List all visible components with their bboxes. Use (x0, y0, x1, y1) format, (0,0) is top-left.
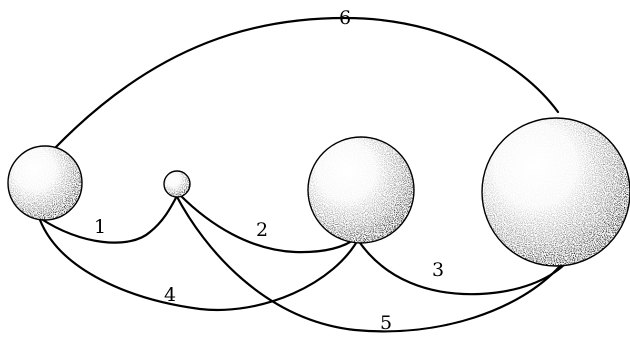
curve-label-6: 6 (339, 7, 351, 29)
sphere-medium (308, 137, 414, 243)
curve-label-4: 4 (164, 284, 176, 306)
curve-label-3: 3 (432, 259, 444, 281)
curve-label-2: 2 (256, 219, 268, 241)
sphere-small-left (8, 146, 82, 220)
curve-label-5: 5 (380, 312, 392, 334)
sphere-tiny (164, 171, 190, 197)
sphere-large (482, 118, 630, 266)
connection-curve-6 (55, 18, 558, 148)
curve-label-1: 1 (94, 216, 106, 238)
